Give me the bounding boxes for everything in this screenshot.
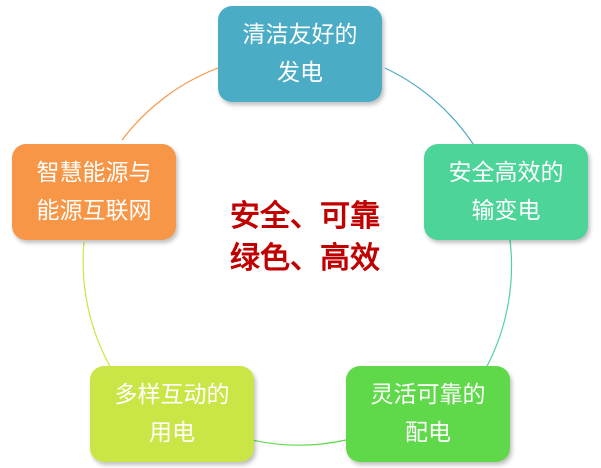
node-distribution: 灵活可靠的 配电 xyxy=(346,366,510,462)
node-transmission-label: 安全高效的 输变电 xyxy=(448,160,564,224)
node-clean-generation-label: 清洁友好的 发电 xyxy=(242,22,358,86)
node-distribution-label: 灵活可靠的 配电 xyxy=(370,382,486,446)
node-consumption-label: 多样互动的 用电 xyxy=(114,382,230,446)
node-transmission: 安全高效的 输变电 xyxy=(424,144,588,240)
node-consumption: 多样互动的 用电 xyxy=(90,366,254,462)
node-smart-energy-label: 智慧能源与 能源互联网 xyxy=(36,160,152,224)
center-text-line-2: 绿色、高效 xyxy=(230,241,380,276)
ring-arc-5 xyxy=(121,67,219,141)
ring-arc-2 xyxy=(484,239,513,371)
node-clean-generation: 清洁友好的 发电 xyxy=(218,6,382,102)
ring-arc-4 xyxy=(82,241,113,371)
ring-arc-3 xyxy=(251,439,347,446)
node-smart-energy: 智慧能源与 能源互联网 xyxy=(12,144,176,240)
ring-arc-1 xyxy=(384,67,481,156)
center-text: 安全、可靠 绿色、高效 xyxy=(200,196,410,280)
center-text-line-1: 安全、可靠 xyxy=(230,199,380,234)
